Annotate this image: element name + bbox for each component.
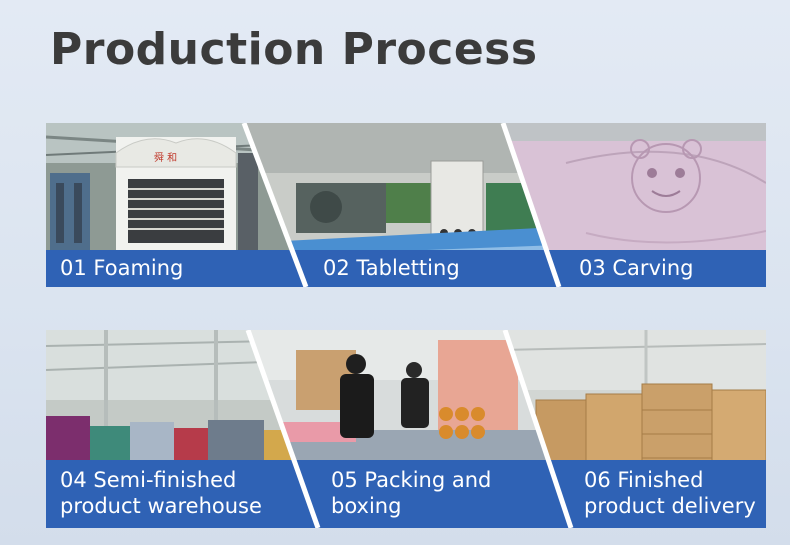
step-label-6: 06 Finished product delivery xyxy=(584,467,756,519)
step-label-5-line-2: boxing xyxy=(331,494,402,518)
divider-4 xyxy=(502,330,574,528)
step-label-5-line-1: 05 Packing and xyxy=(331,468,492,492)
step-label-5: 05 Packing and boxing xyxy=(331,467,491,519)
step-label-4: 04 Semi-finished product warehouse xyxy=(60,467,262,519)
process-row-2: 04 Semi-finished product warehouse 05 Pa… xyxy=(46,330,766,528)
step-label-4-line-2: product warehouse xyxy=(60,494,262,518)
divider-2 xyxy=(500,123,562,287)
divider-1 xyxy=(241,123,309,287)
row-2-caption-bar xyxy=(46,460,766,528)
row-1-caption-bar xyxy=(46,250,766,287)
step-label-1: 01 Foaming xyxy=(60,256,184,280)
svg-text:舜 和: 舜 和 xyxy=(154,151,177,164)
process-row-1: 舜 和 xyxy=(46,123,766,287)
step-label-2: 02 Tabletting xyxy=(323,256,460,280)
page-title: Production Process xyxy=(50,24,538,75)
step-label-3: 03 Carving xyxy=(579,256,694,280)
divider-3 xyxy=(245,330,321,528)
step-label-4-line-1: 04 Semi-finished xyxy=(60,468,237,492)
step-label-6-line-2: product delivery xyxy=(584,494,756,518)
step-label-6-line-1: 06 Finished xyxy=(584,468,704,492)
